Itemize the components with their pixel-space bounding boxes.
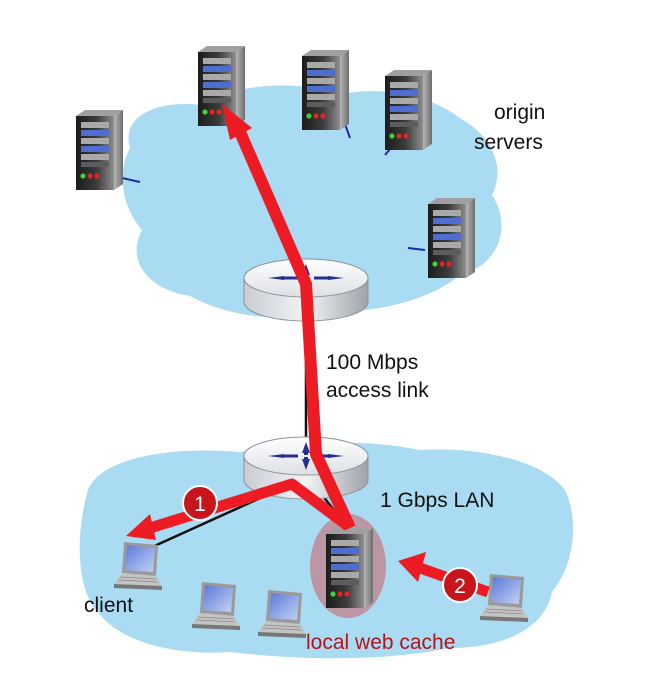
local-web-cache-label: local web cache xyxy=(306,631,456,654)
request-path-arrow xyxy=(222,104,356,531)
server-icon xyxy=(302,50,349,130)
origin-servers-label-line1: origin xyxy=(494,101,546,124)
step-badge-1: 1 xyxy=(182,485,218,521)
svg-text:2: 2 xyxy=(454,575,466,598)
lan-label: 1 Gbps LAN xyxy=(380,489,495,512)
origin-servers-label-line2: servers xyxy=(474,131,543,154)
server-icon xyxy=(76,110,123,190)
server-icon xyxy=(326,528,373,608)
client-label: client xyxy=(84,594,134,617)
access-link-label-line2: access link xyxy=(326,379,429,402)
svg-text:1: 1 xyxy=(194,493,206,516)
server-icon xyxy=(385,70,432,150)
step-badge-2: 2 xyxy=(442,567,478,603)
access-link-label-line1: 100 Mbps xyxy=(326,351,419,374)
server-icon xyxy=(198,46,245,126)
server-icon xyxy=(428,198,475,278)
